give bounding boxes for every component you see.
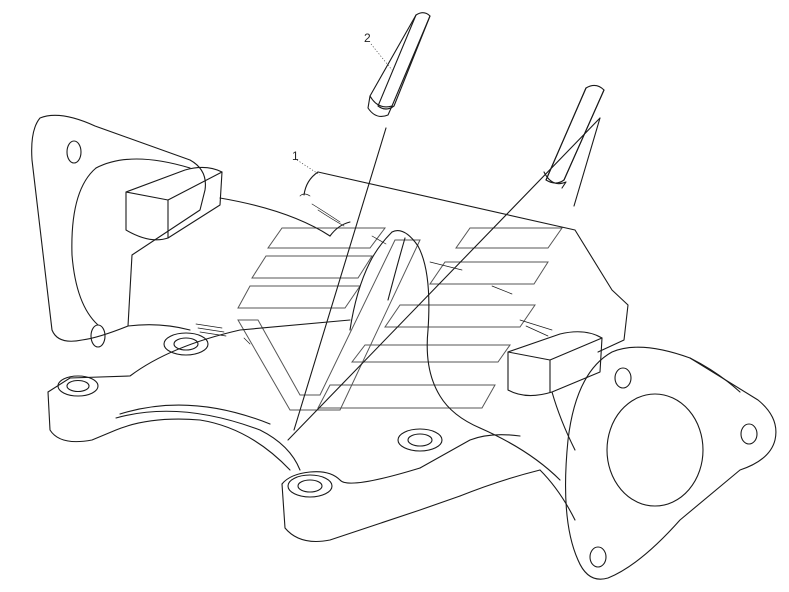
callout-1: 1: [292, 149, 299, 163]
center-line-upper: [293, 127, 387, 431]
callout-2-leader: [370, 43, 393, 71]
center-line-right: [287, 117, 601, 441]
dowel-leader-line: [573, 117, 601, 207]
exhaust-manifold: [31, 114, 777, 580]
dowel-pin-upper: [367, 12, 431, 117]
watermark-logo: [237, 227, 563, 411]
callout-2: 2: [364, 31, 371, 45]
